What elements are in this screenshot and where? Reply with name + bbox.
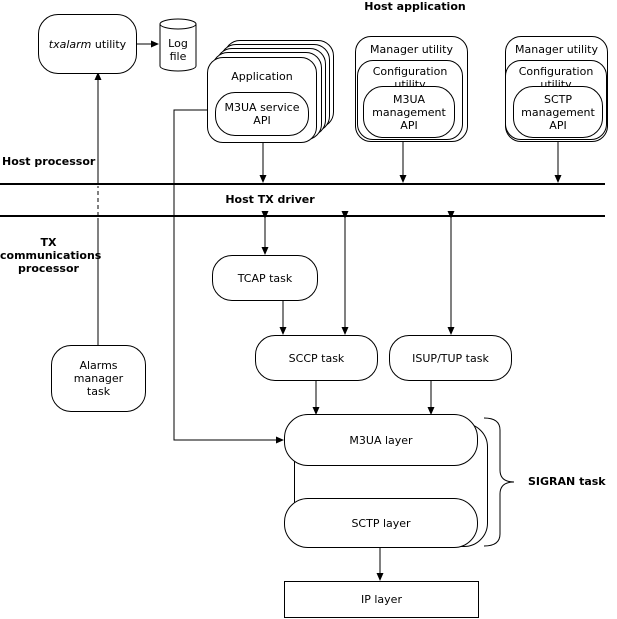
sigran-bracket (483, 417, 515, 547)
sctp-layer-label: SCTP layer (351, 516, 411, 530)
txalarm-utility-node: txalarm utility (38, 14, 137, 74)
isup-tup-task-node: ISUP/TUP task (389, 335, 512, 381)
m3ua-service-api-node: M3UA service API (215, 92, 309, 136)
tcap-task-label: TCAP task (237, 271, 293, 285)
host-tx-driver-label: Host TX driver (225, 193, 315, 206)
m3ua-layer-label: M3UA layer (349, 433, 413, 447)
manager-utility-label-1: Manager utility (370, 43, 453, 56)
alarms-manager-task-node: Alarms manager task (51, 345, 146, 412)
log-file-label: Log file (168, 37, 188, 63)
tx-comm-processor-label: TX communications processor (0, 236, 102, 275)
ip-layer-node: IP layer (284, 581, 479, 618)
sigran-task-label: SIGRAN task (528, 475, 606, 488)
ip-layer-label: IP layer (361, 593, 402, 606)
txalarm-utility-text: utility (91, 37, 127, 51)
sccp-task-label: SCCP task (288, 351, 345, 365)
sctp-management-api-label: SCTP management API (521, 92, 595, 132)
alarms-manager-task-label: Alarms manager task (73, 359, 124, 398)
isup-tup-task-label: ISUP/TUP task (412, 351, 489, 365)
host-processor-label: Host processor (2, 155, 96, 168)
log-file-cylinder (159, 18, 197, 72)
m3ua-management-api-node: M3UA management API (363, 86, 455, 138)
host-application-label: Host application (364, 0, 466, 13)
tcap-task-node: TCAP task (212, 255, 318, 301)
application-label: Application (231, 70, 293, 83)
txalarm-italic-text: txalarm (48, 37, 92, 51)
sctp-management-api-node: SCTP management API (513, 86, 603, 138)
m3ua-service-api-label: M3UA service API (224, 101, 300, 127)
m3ua-management-api-label: M3UA management API (372, 92, 446, 132)
m3ua-layer-node: M3UA layer (284, 414, 478, 466)
sctp-layer-node: SCTP layer (284, 498, 478, 548)
sccp-task-node: SCCP task (255, 335, 378, 381)
manager-utility-label-2: Manager utility (515, 43, 598, 56)
line-app-to-m3ua (173, 109, 284, 444)
